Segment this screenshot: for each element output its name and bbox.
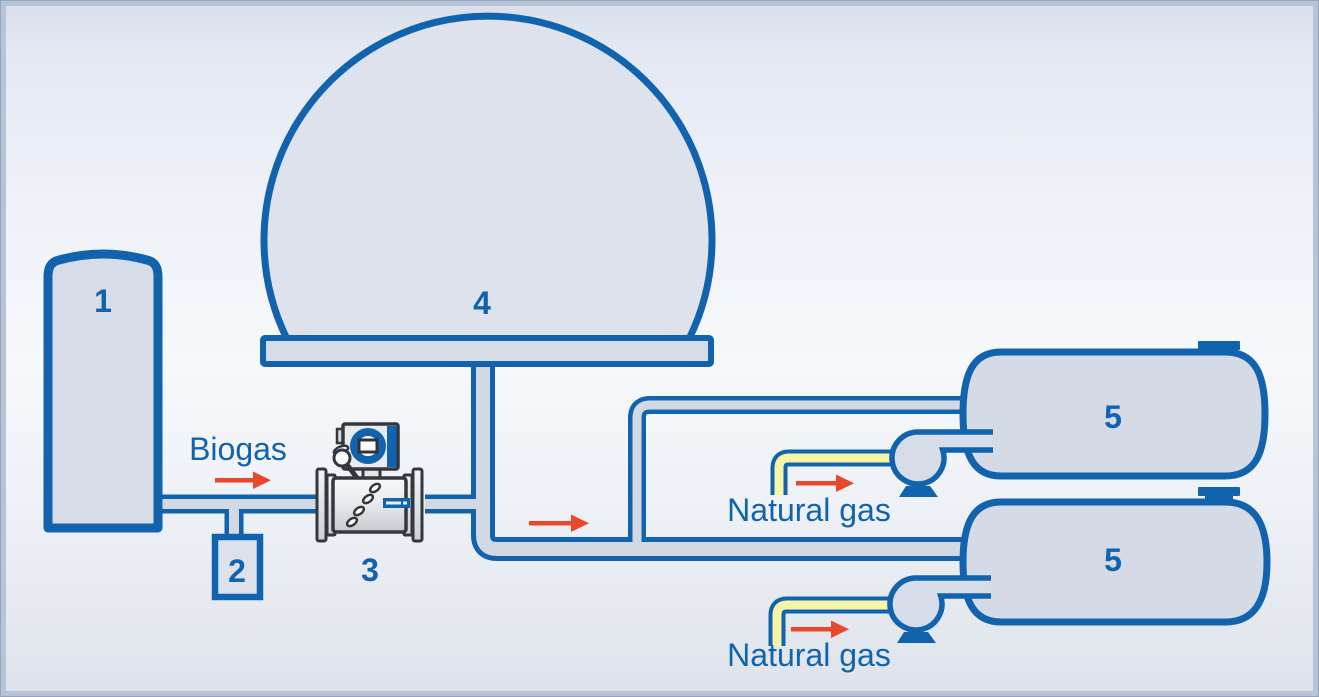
flow-meter-valve-body [332, 448, 352, 468]
condensate-trap-box [211, 533, 264, 601]
flow-meter [315, 422, 424, 543]
natural-gas-pipe-upper-interior [774, 453, 899, 495]
digester-tank [43, 249, 163, 533]
natural-gas-pipe-lower [768, 596, 897, 646]
natural-gas-upper-flow-arrow [796, 474, 854, 492]
flow-meter-flange-right-outer [411, 467, 424, 543]
storage-tank-lower-cap [1198, 487, 1240, 502]
blower-lower-foot [897, 632, 936, 643]
callout-5-lower: 5 [1104, 542, 1122, 578]
callout-3: 3 [361, 552, 379, 588]
biogas-flow-arrow [215, 471, 271, 489]
main-line-flow-arrow [529, 514, 589, 532]
blower-upper-foot [899, 486, 938, 497]
flow-meter-brand-label [383, 498, 410, 508]
natural-gas-pipe-lower-interior [772, 600, 897, 646]
dome-base-platform [260, 335, 714, 367]
natural-gas-label-lower: Natural gas [727, 637, 891, 673]
pipe-network-interiors [153, 357, 979, 556]
callout-2: 2 [228, 553, 246, 589]
natural-gas-pipe-upper [770, 449, 899, 495]
dome-downcomer-run-pipe-interior [476, 357, 971, 556]
blower-upper-volute [889, 429, 993, 487]
flow-meter-transducer-ports [345, 482, 382, 528]
natural-gas-label-upper: Natural gas [727, 492, 891, 528]
flow-arrows [215, 471, 854, 638]
flow-meter-flange-left-outer [315, 467, 328, 543]
biogas-label: Biogas [189, 431, 287, 467]
callout-5-upper: 5 [1104, 399, 1122, 435]
storage-tank-lower [959, 498, 1271, 626]
callout-1: 1 [94, 283, 112, 319]
flow-meter-head-side-panel [387, 426, 397, 467]
blower-upper [889, 429, 993, 497]
gas-holder-dome [260, 12, 716, 343]
blower-lower [887, 575, 991, 643]
storage-riser-branch-pipe-interior [632, 400, 979, 549]
natural-gas-lower-flow-arrow [791, 620, 849, 638]
storage-tank-upper [959, 348, 1269, 480]
blower-lower-volute [887, 575, 991, 633]
callout-4: 4 [473, 285, 491, 321]
flow-meter-display [357, 438, 379, 454]
